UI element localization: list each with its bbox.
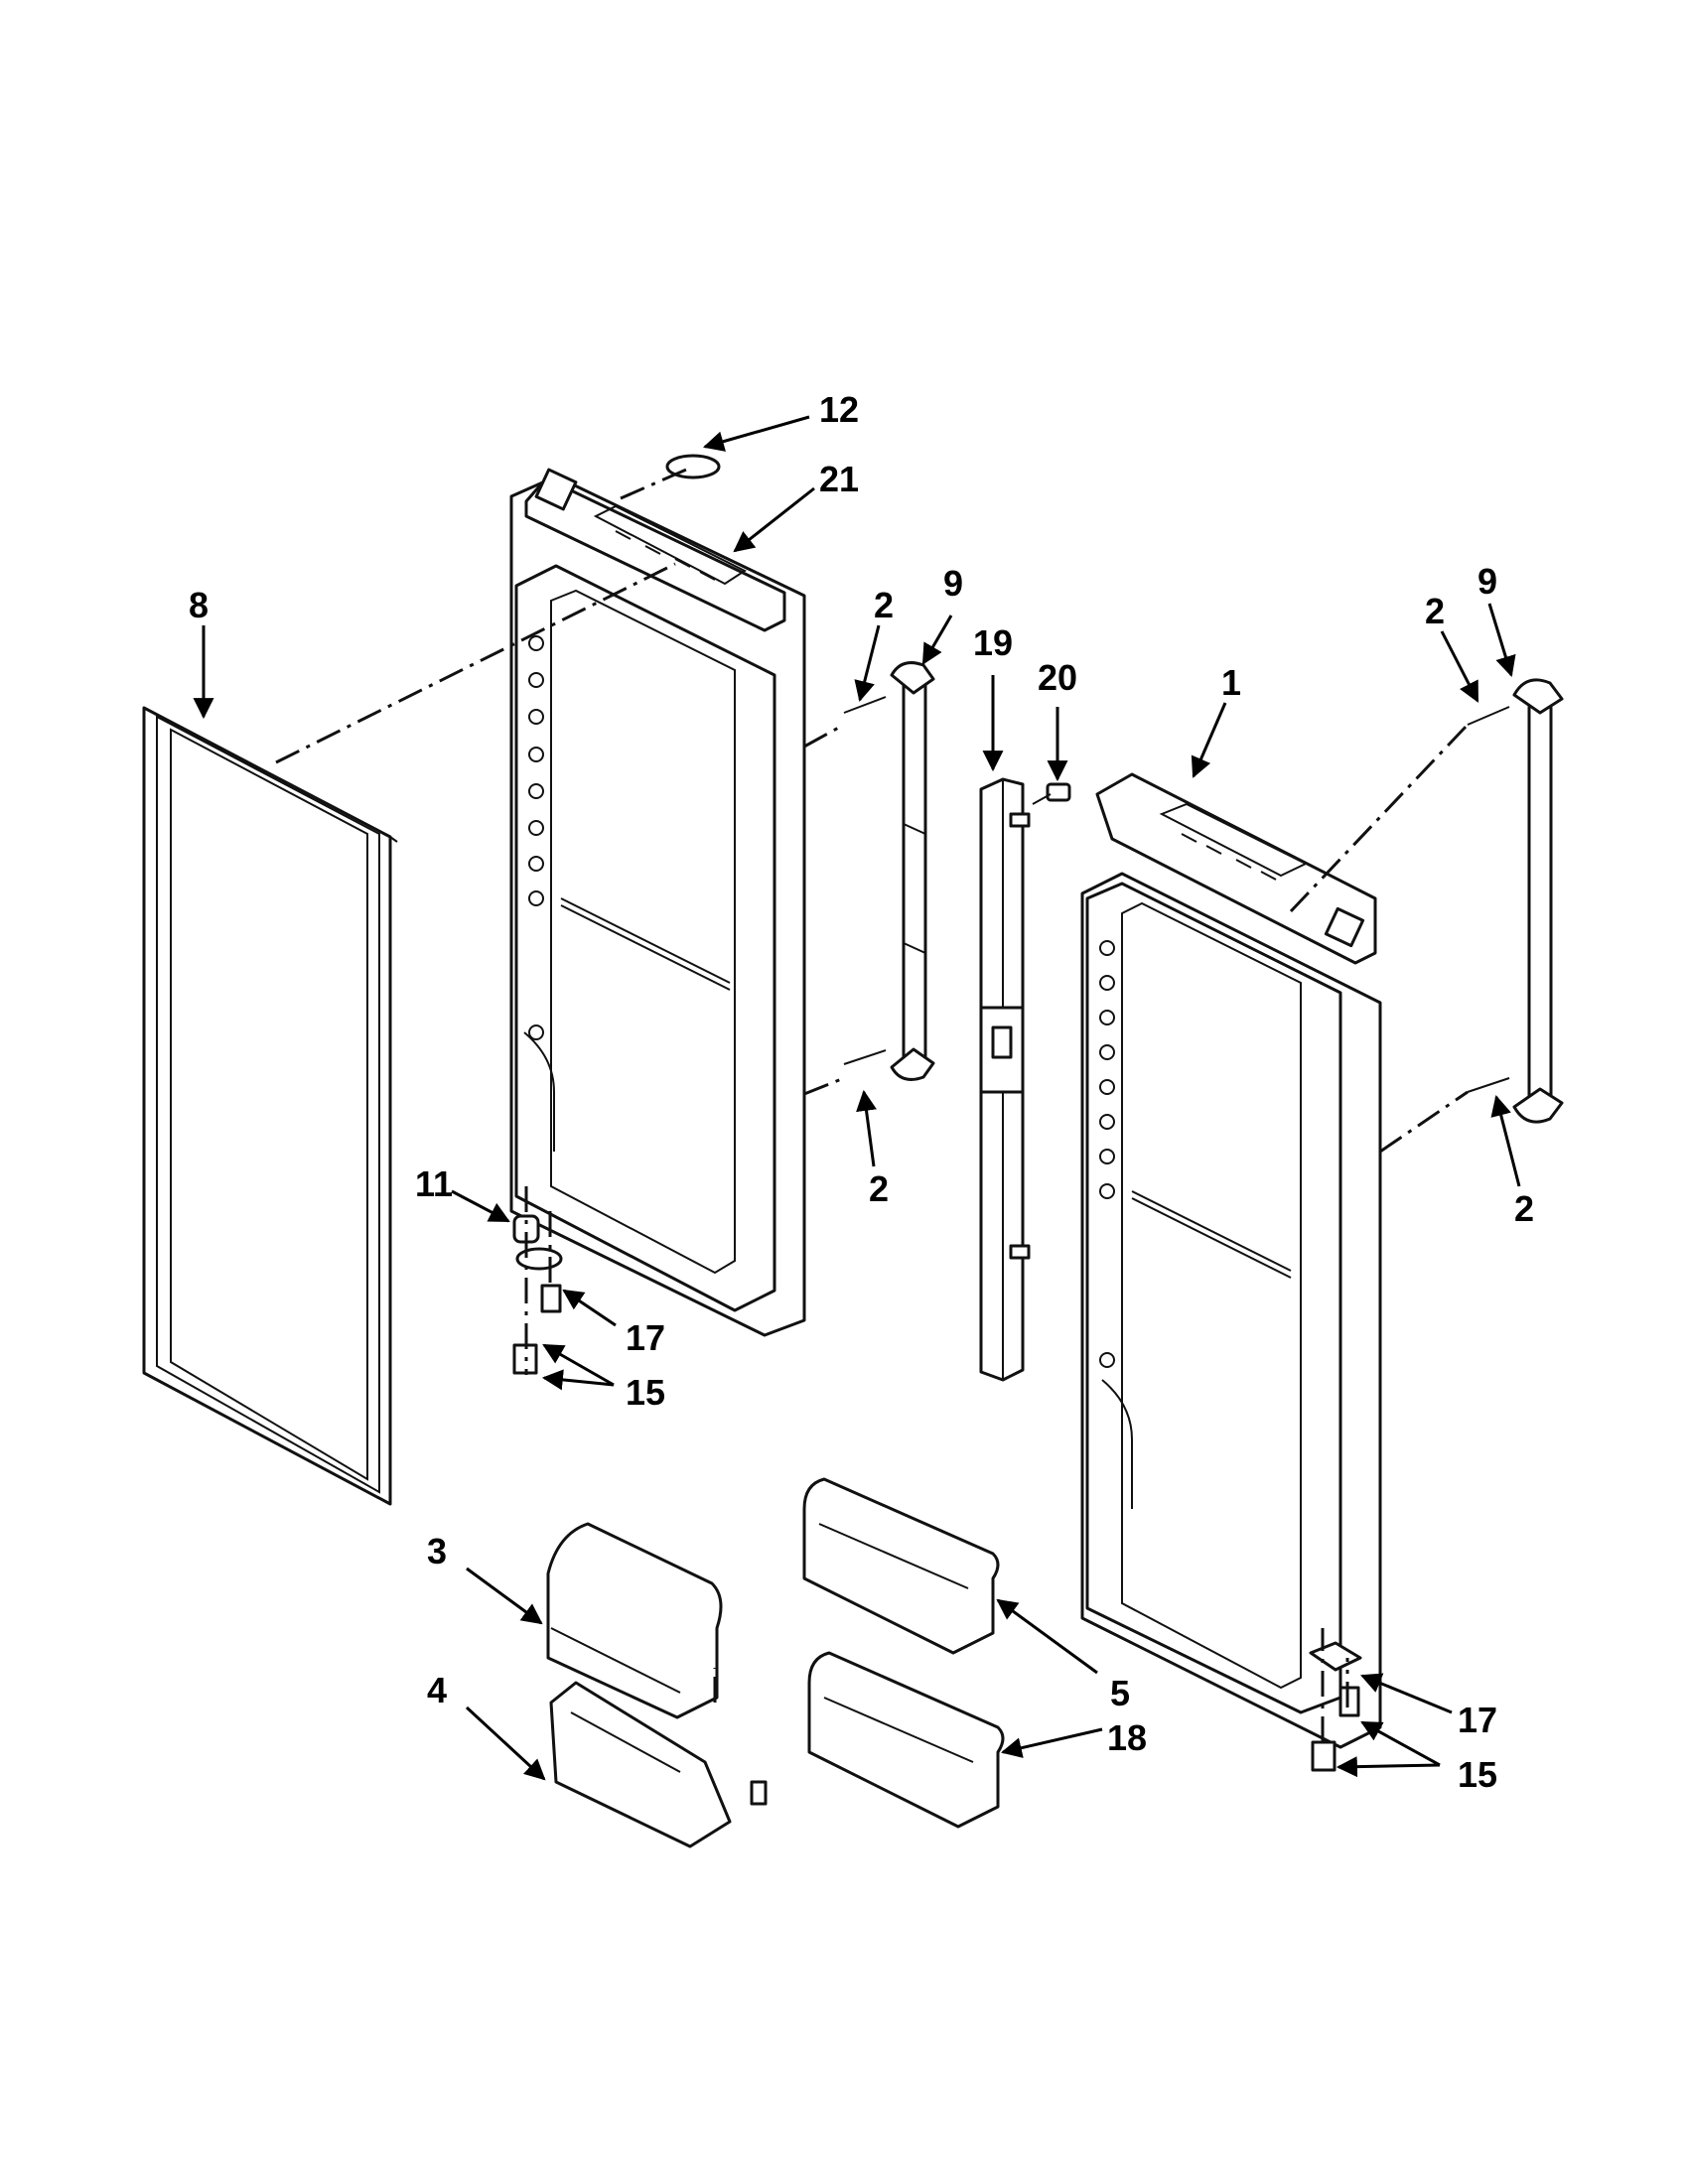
callout-18: 18: [1107, 1717, 1147, 1758]
center-mullion: [979, 777, 1031, 1382]
alignment-lines: [275, 465, 1470, 1742]
callout-labels: 12 21 8 2 9 19 20 1 9 2 2 2 11 17 15 3 4…: [189, 389, 1534, 1795]
mullion-screw: [1032, 782, 1071, 805]
callout-15-right: 15: [1458, 1754, 1497, 1795]
callout-11: 11: [415, 1163, 453, 1204]
door-bin-lower: [807, 1651, 1005, 1829]
door-bin-upper: [802, 1477, 1000, 1655]
callout-17-right: 17: [1458, 1700, 1497, 1740]
right-door: [1080, 772, 1382, 1749]
callout-2-left-bottom: 2: [869, 1168, 889, 1209]
callout-2-right-bottom: 2: [1514, 1188, 1534, 1229]
callout-9-left: 9: [943, 563, 963, 604]
callout-4: 4: [427, 1670, 447, 1710]
door-gasket: [142, 706, 398, 1506]
left-door-handle: [843, 661, 935, 1081]
callout-17-left: 17: [626, 1317, 665, 1358]
callout-2-right-top: 2: [1425, 591, 1445, 631]
callout-21: 21: [819, 459, 859, 499]
callout-12: 12: [819, 389, 859, 430]
callout-5: 5: [1110, 1673, 1130, 1713]
callout-15-left: 15: [626, 1372, 665, 1413]
callout-19: 19: [973, 622, 1013, 663]
right-door-handle: [1467, 678, 1564, 1124]
left-hinge-hardware: [512, 1214, 563, 1375]
dairy-bin: [549, 1681, 768, 1848]
leader-lines: [193, 415, 1521, 1781]
callout-3: 3: [427, 1531, 447, 1571]
left-door: [509, 468, 806, 1337]
dairy-door: [546, 1522, 723, 1719]
callout-9-right: 9: [1477, 561, 1497, 602]
callout-1: 1: [1221, 662, 1241, 703]
callout-2-left-top: 2: [874, 585, 894, 625]
callout-20: 20: [1038, 657, 1077, 698]
callout-8: 8: [189, 585, 209, 625]
